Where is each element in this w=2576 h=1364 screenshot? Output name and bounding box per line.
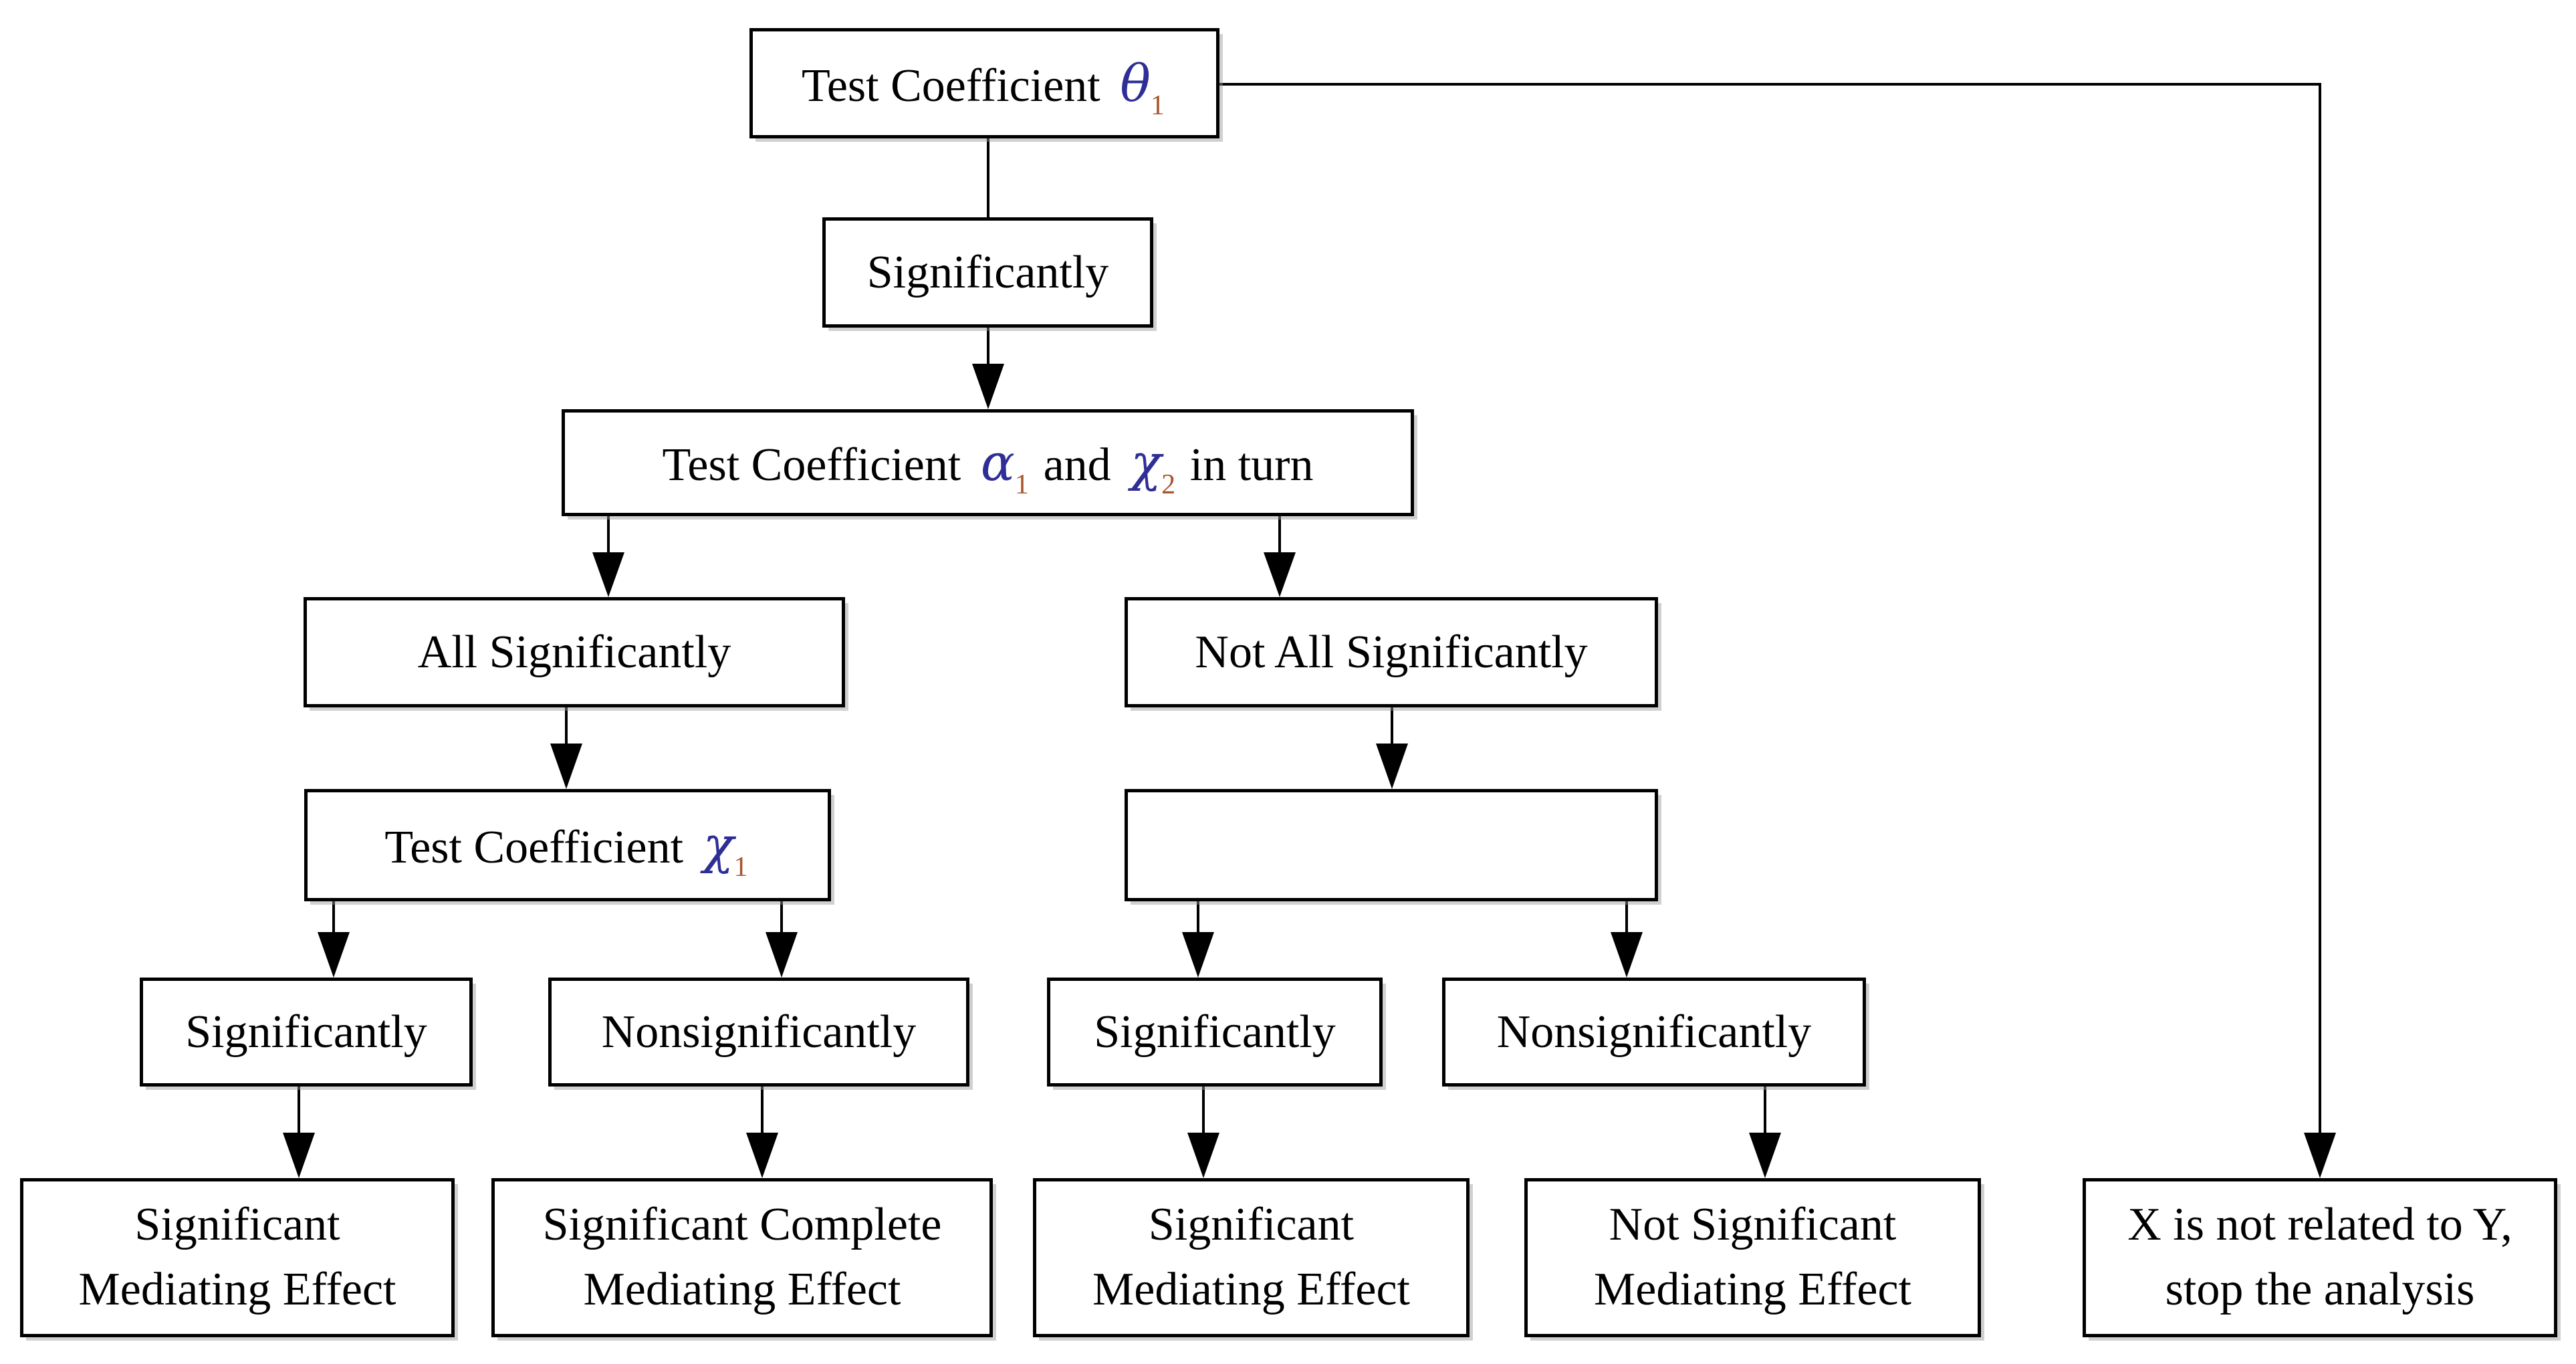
node-test-coefficient-chi1: Test Coefficient χ1 bbox=[304, 789, 831, 901]
node-label-line2: Mediating Effect bbox=[78, 1264, 396, 1315]
arrow-sobel-to-significantly-right bbox=[1182, 901, 1214, 978]
node-not-significant-mediating-effect: Not Significant Mediating Effect bbox=[1524, 1178, 1981, 1337]
chi1-symbol: χ bbox=[703, 816, 734, 875]
alpha-symbol: α bbox=[980, 433, 1015, 492]
arrow-theta-to-x-not-related bbox=[1219, 83, 2336, 1178]
arrow-chi1-to-nonsignificantly-left bbox=[766, 901, 798, 978]
node-label-line1: Not Significant bbox=[1609, 1199, 1897, 1251]
arrow-to-not-all-significantly bbox=[1264, 516, 1296, 597]
arrow-chi1-to-significantly-left bbox=[318, 901, 350, 978]
node-label-line1: X is not related to Y, bbox=[2127, 1199, 2512, 1251]
node-label-line1: Significant Complete bbox=[542, 1199, 942, 1251]
node-test-coefficient-alpha1-chi2: Test Coefficient α1 and χ2 in turn bbox=[562, 409, 1414, 516]
theta-subscript: 1 bbox=[1150, 90, 1165, 121]
node-label-suffix: in turn bbox=[1178, 439, 1314, 491]
node-label: Significantly bbox=[1094, 1006, 1336, 1058]
node-x-not-related-stop-analysis: X is not related to Y, stop the analysis bbox=[2083, 1178, 2557, 1337]
node-label: Nonsignificantly bbox=[601, 1006, 917, 1058]
node-sobel-test bbox=[1125, 789, 1658, 901]
chi1-subscript: 1 bbox=[733, 852, 748, 883]
node-label-line2: Mediating Effect bbox=[1092, 1264, 1410, 1315]
alpha-subscript: 1 bbox=[1014, 469, 1029, 501]
node-label-line1: Significant bbox=[1148, 1199, 1355, 1251]
node-significant-mediating-effect-left: Significant Mediating Effect bbox=[20, 1178, 455, 1337]
arrow-to-significant-complete-mediating bbox=[746, 1087, 778, 1178]
arrow-to-significant-mediating-left bbox=[283, 1087, 315, 1178]
node-label: Test Coefficient bbox=[384, 822, 695, 873]
node-label: All Significantly bbox=[417, 626, 731, 678]
node-label: Test Coefficient bbox=[662, 439, 973, 491]
chi2-symbol: χ bbox=[1131, 433, 1162, 492]
theta-symbol: θ bbox=[1120, 53, 1151, 113]
node-not-all-significantly: Not All Significantly bbox=[1125, 597, 1658, 707]
node-significantly-right: Significantly bbox=[1047, 978, 1383, 1087]
node-label-line2: stop the analysis bbox=[2165, 1264, 2475, 1315]
node-label-line1: Significant bbox=[134, 1199, 340, 1251]
node-label: Significantly bbox=[185, 1006, 427, 1058]
arrow-to-significant-mediating-right bbox=[1187, 1087, 1219, 1178]
node-label: Significantly bbox=[866, 246, 1109, 298]
node-label: Nonsignificantly bbox=[1496, 1006, 1812, 1058]
node-nonsignificantly-left: Nonsignificantly bbox=[548, 978, 969, 1087]
node-all-significantly: All Significantly bbox=[304, 597, 845, 707]
arrow-to-all-significantly bbox=[592, 516, 624, 597]
arrow-not-all-significantly-to-sobel bbox=[1376, 707, 1408, 789]
node-significant-complete-mediating-effect: Significant Complete Mediating Effect bbox=[491, 1178, 993, 1337]
arrow-sobel-to-nonsignificantly-right bbox=[1611, 901, 1643, 978]
arrow-all-significantly-to-test-chi1 bbox=[550, 707, 582, 789]
node-label-line2: Mediating Effect bbox=[1594, 1264, 1911, 1315]
chi2-subscript: 2 bbox=[1161, 469, 1176, 501]
node-label: Test Coefficient bbox=[801, 60, 1113, 112]
node-significant-mediating-effect-right: Significant Mediating Effect bbox=[1033, 1178, 1470, 1337]
node-label: Not All Significantly bbox=[1195, 626, 1588, 678]
arrow-significantly-to-test-alpha-chi bbox=[972, 328, 1004, 409]
arrow-to-not-significant-mediating bbox=[1749, 1087, 1781, 1178]
node-nonsignificantly-right: Nonsignificantly bbox=[1442, 978, 1866, 1087]
node-significantly-top: Significantly bbox=[822, 217, 1153, 328]
node-label-line2: Mediating Effect bbox=[583, 1264, 901, 1315]
node-test-coefficient-theta1: Test Coefficient θ1 bbox=[749, 28, 1219, 138]
node-label-mid: and bbox=[1032, 439, 1123, 491]
node-significantly-left: Significantly bbox=[140, 978, 473, 1087]
